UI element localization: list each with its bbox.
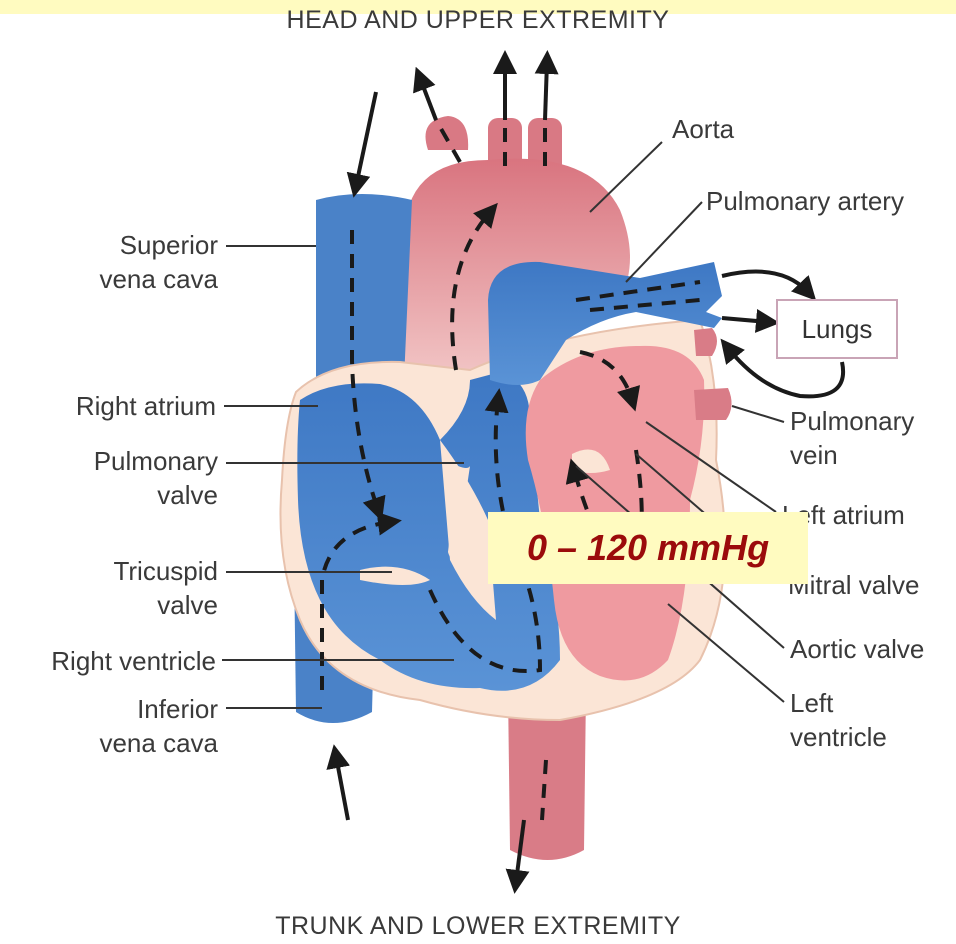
aortic-branch-left (426, 116, 469, 150)
label-aortic-valve: Aortic valve (790, 632, 924, 666)
label-line: Inferior (99, 692, 218, 726)
superior-vena-cava (316, 194, 412, 390)
label-right-atrium: Right atrium (76, 389, 216, 423)
label-line: valve (94, 478, 218, 512)
label-line: Left (790, 686, 887, 720)
label-line: ventricle (790, 720, 887, 754)
arrow-to-lungs-1 (722, 272, 808, 292)
heading-bottom: TRUNK AND LOWER EXTREMITY (0, 912, 956, 941)
label-line: vena cava (99, 262, 218, 296)
leader-pulmonary-vein (732, 406, 784, 422)
lungs-box: Lungs (776, 299, 898, 359)
arrow-into-svc (356, 92, 376, 186)
leader-aorta (590, 142, 662, 212)
label-superior-vena-cava: Superior vena cava (99, 228, 218, 296)
pulmonary-vein-lower (694, 388, 732, 420)
pulmonary-vein-upper (694, 328, 717, 356)
label-line: vena cava (99, 726, 218, 760)
label-inferior-vena-cava: Inferior vena cava (99, 692, 218, 760)
label-tricuspid-valve: Tricuspid valve (113, 554, 218, 622)
heading-top: HEAD AND UPPER EXTREMITY (0, 6, 956, 35)
arrow-out-branch-r (545, 62, 547, 120)
label-line: vein (790, 438, 914, 472)
label-line: Pulmonary (94, 444, 218, 478)
label-pulmonary-artery: Pulmonary artery (706, 184, 904, 218)
label-line: Pulmonary (790, 404, 914, 438)
label-line: Superior (99, 228, 218, 262)
arrow-out-branch-l (420, 78, 436, 120)
arrow-into-ivc (336, 756, 348, 820)
label-aorta: Aorta (672, 112, 734, 146)
arrow-to-lungs-2 (722, 318, 768, 322)
label-right-ventricle: Right ventricle (51, 644, 216, 678)
label-left-ventricle: Left ventricle (790, 686, 887, 754)
label-line: valve (113, 588, 218, 622)
label-pulmonary-vein: Pulmonary vein (790, 404, 914, 472)
pressure-callout: 0 – 120 mmHg (488, 512, 808, 584)
label-line: Tricuspid (113, 554, 218, 588)
label-pulmonary-valve: Pulmonary valve (94, 444, 218, 512)
